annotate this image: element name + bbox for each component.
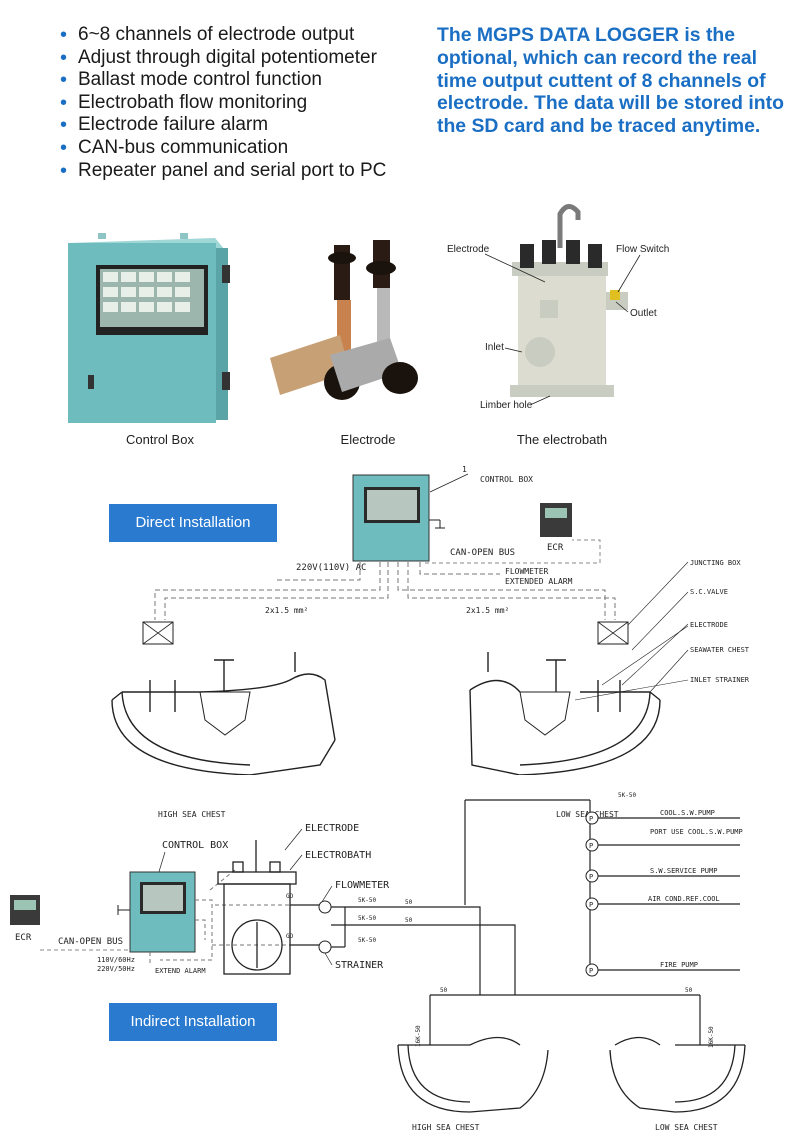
control-box-illustration bbox=[68, 233, 230, 423]
direct-control-box-label: CONTROL BOX bbox=[480, 475, 533, 484]
indirect-bottom-low-sea-chest: LOW SEA CHEST bbox=[655, 1123, 718, 1132]
indirect-valve-label: 5K-50 bbox=[358, 915, 376, 922]
indirect-extend-alarm: EXTEND ALARM bbox=[155, 967, 206, 975]
indirect-electrobath-label: ELECTROBATH bbox=[305, 850, 371, 861]
indirect-installation-diagram: HIGH SEA CHEST CONTROL BOX ELECTRODE ELE… bbox=[10, 792, 746, 1132]
feature-item: Electrobath flow monitoring bbox=[60, 92, 386, 115]
pump-lines bbox=[590, 817, 740, 971]
indirect-gd-label-2: GD bbox=[286, 933, 294, 940]
feature-item: 6~8 channels of electrode output bbox=[60, 24, 386, 47]
pump-fire: FIRE PUMP bbox=[660, 961, 698, 969]
product-illustrations: Electrode Flow Switch Outlet Inlet Limbe… bbox=[68, 204, 669, 423]
direct-ecr-label: ECR bbox=[547, 543, 564, 553]
indirect-control-box bbox=[129, 871, 196, 953]
indirect-bottom-left-chest bbox=[397, 1036, 549, 1113]
indirect-high-sea-chest-top: HIGH SEA CHEST bbox=[158, 810, 226, 819]
pump-sw-service: S.W.SERVICE PUMP bbox=[650, 867, 717, 875]
pump-symbol: P bbox=[589, 873, 593, 881]
direct-right-sea-chest bbox=[469, 652, 661, 775]
legend-junction-box: JUNCTING BOX bbox=[690, 559, 741, 567]
electrobath-caption: The electrobath bbox=[516, 432, 608, 447]
direct-extended-alarm-label: EXTENDED ALARM bbox=[505, 577, 573, 586]
data-logger-description: The MGPS DATA LOGGER is the optional, wh… bbox=[437, 24, 784, 138]
indirect-gd-label-1: GD bbox=[286, 893, 294, 900]
direct-control-box bbox=[352, 474, 445, 562]
pump-symbol: P bbox=[589, 901, 593, 909]
feature-item: Electrode failure alarm bbox=[60, 114, 386, 137]
feature-item: Ballast mode control function bbox=[60, 69, 386, 92]
indirect-pipe-size: 50 bbox=[440, 987, 448, 994]
indirect-electrobath bbox=[217, 840, 320, 975]
pump-symbol: P bbox=[589, 815, 593, 823]
inlet-label: Inlet bbox=[485, 342, 504, 353]
pump-symbol: P bbox=[589, 967, 593, 975]
indirect-pipe-size: 50 bbox=[405, 917, 413, 924]
direct-power-label: 220V(110V) AC bbox=[296, 563, 366, 573]
control-box-caption: Control Box bbox=[126, 432, 194, 447]
indirect-valve-label: 5K-50 bbox=[358, 897, 376, 904]
indirect-valve-label: 5K-50 bbox=[358, 937, 376, 944]
pump-air-cond: AIR COND.REF.COOL bbox=[648, 895, 720, 903]
direct-can-bus-label: CAN-OPEN BUS bbox=[450, 548, 515, 558]
indirect-ecr-label: ECR bbox=[15, 933, 32, 943]
feature-item: Repeater panel and serial port to PC bbox=[60, 160, 386, 183]
indirect-valve-16k-right: 16K-50 bbox=[708, 1026, 715, 1048]
direct-cable-right-label: 2x1.5 mm² bbox=[466, 606, 509, 615]
direct-installation-diagram: 1 CONTROL BOX ECR CAN-OPEN BUS 220V(110V… bbox=[111, 465, 750, 775]
indirect-strainer-label: STRAINER bbox=[335, 960, 384, 971]
feature-item: CAN-bus communication bbox=[60, 137, 386, 160]
direct-callout-number: 1 bbox=[462, 465, 467, 474]
indirect-pipe-size: 50 bbox=[405, 899, 413, 906]
feature-item: Adjust through digital potentiometer bbox=[60, 47, 386, 70]
legend-sc-valve: S.C.VALVE bbox=[690, 588, 728, 596]
indirect-pipe-size: 50 bbox=[685, 987, 693, 994]
direct-flowmeter-label: FLOWMETER bbox=[505, 567, 549, 576]
electrobath-illustration: Electrode Flow Switch Outlet Inlet Limbe… bbox=[447, 204, 669, 411]
feature-list: 6~8 channels of electrode output Adjust … bbox=[60, 24, 386, 182]
legend-seawater-chest: SEAWATER CHEST bbox=[690, 646, 750, 654]
flow-switch-label: Flow Switch bbox=[616, 244, 669, 255]
indirect-valve-label: 5K-50 bbox=[618, 792, 636, 799]
indirect-ecr-panel bbox=[10, 895, 40, 925]
indirect-power-2: 220V/50Hz bbox=[97, 965, 135, 973]
pump-port-use: PORT USE COOL.S.W.PUMP bbox=[650, 828, 743, 836]
indirect-valve-16k-left: 16K-50 bbox=[415, 1025, 422, 1047]
indirect-bottom-high-sea-chest: HIGH SEA CHEST bbox=[412, 1123, 480, 1132]
pump-cool-sw: COOL.S.W.PUMP bbox=[660, 809, 715, 817]
indirect-electrode-label: ELECTRODE bbox=[305, 823, 359, 834]
limber-hole-label: Limber hole bbox=[480, 400, 533, 411]
outlet-label: Outlet bbox=[630, 308, 657, 319]
electrobath-electrode-label: Electrode bbox=[447, 244, 490, 255]
legend-electrode: ELECTRODE bbox=[690, 621, 728, 629]
indirect-can-bus-label: CAN-OPEN BUS bbox=[58, 937, 123, 947]
legend-inlet-strainer: INLET STRAINER bbox=[690, 676, 750, 684]
indirect-power-1: 110V/60Hz bbox=[97, 956, 135, 964]
pump-symbol: P bbox=[589, 842, 593, 850]
electrode-caption: Electrode bbox=[340, 432, 396, 447]
indirect-bottom-right-chest bbox=[609, 1036, 746, 1113]
direct-left-sea-chest bbox=[111, 652, 336, 775]
indirect-flowmeter-label: FLOWMETER bbox=[335, 880, 390, 891]
direct-cable-left-label: 2x1.5 mm² bbox=[265, 606, 308, 615]
electrode-illustration bbox=[270, 240, 418, 400]
direct-installation-label: Direct Installation bbox=[109, 504, 277, 542]
indirect-installation-label: Indirect Installation bbox=[109, 1003, 277, 1041]
direct-ecr-panel bbox=[540, 503, 572, 537]
indirect-control-box-label: CONTROL BOX bbox=[162, 840, 228, 851]
